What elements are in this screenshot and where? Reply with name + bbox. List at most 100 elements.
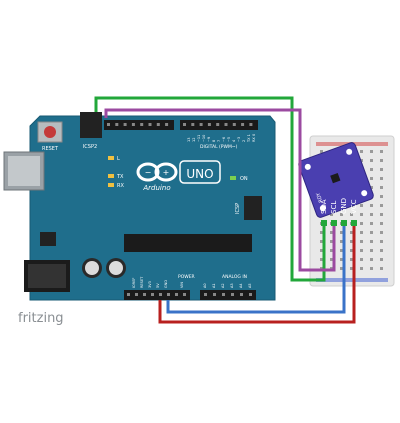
breadboard-hole: [380, 222, 383, 225]
regulator: [40, 232, 56, 246]
analog-pin-label: A0: [203, 283, 207, 288]
breadboard-hole: [370, 222, 373, 225]
header-pin: [191, 123, 195, 126]
breadboard-hole: [340, 249, 343, 252]
breadboard-hole: [340, 231, 343, 234]
header-pin: [156, 123, 160, 126]
on-label: ON: [240, 176, 248, 182]
analog-label: ANALOG IN: [222, 274, 247, 280]
breadboard-hole: [350, 231, 353, 234]
breadboard-hole: [330, 213, 333, 216]
breadboard-hole: [380, 195, 383, 198]
breadboard-hole: [360, 222, 363, 225]
digital-header-left: [104, 120, 174, 130]
header-pin: [131, 123, 135, 126]
digital-pin-label: ~6: [222, 137, 226, 142]
header-pin: [232, 123, 236, 126]
breadboard-hole: [350, 249, 353, 252]
breadboard-hole: [380, 213, 383, 216]
header-pin: [167, 293, 170, 296]
breadboard-hole: [350, 240, 353, 243]
tx-led: [108, 174, 114, 178]
header-pin: [249, 293, 252, 296]
breadboard-hole: [380, 258, 383, 261]
breadboard-hole: [380, 204, 383, 207]
icsp2-header: [80, 112, 102, 138]
digital-pin-label: 12: [192, 138, 196, 142]
digital-label: DIGITAL (PWM~): [200, 144, 238, 150]
tx-label: TX: [116, 174, 124, 180]
breadboard-hole: [350, 213, 353, 216]
svg-text:IOREF: IOREF: [132, 278, 136, 288]
header-pin: [199, 123, 203, 126]
header-pin: [140, 123, 144, 126]
icsp-label: ICSP: [235, 203, 241, 214]
analog-header: [200, 290, 256, 300]
breadboard-hole: [360, 150, 363, 153]
breadboard-hole: [380, 186, 383, 189]
header-pin: [224, 123, 228, 126]
wire-purple: [104, 108, 336, 272]
digital-pin-label: ~11: [197, 135, 201, 142]
microcontroller-chip: [124, 234, 252, 252]
digital-pin-label: ~5: [227, 137, 231, 142]
header-pin: [204, 293, 207, 296]
breadboard-hole: [330, 240, 333, 243]
header-pin: [151, 293, 154, 296]
breadboard-hole: [370, 177, 373, 180]
header-pin: [216, 123, 220, 126]
digital-pin-label: TX 1: [247, 134, 251, 143]
breadboard-hole: [360, 267, 363, 270]
breadboard-hole: [340, 240, 343, 243]
breadboard-hole: [380, 249, 383, 252]
uno-label: UNO: [186, 167, 213, 181]
header-pin: [127, 293, 130, 296]
sensor-pin-label: GND: [340, 198, 348, 214]
breadboard-hole: [330, 249, 333, 252]
breadboard-hole: [360, 159, 363, 162]
header-pin: [175, 293, 178, 296]
svg-text:5V: 5V: [156, 283, 160, 288]
breadboard-hole: [360, 258, 363, 261]
analog-pin-label: A1: [212, 283, 216, 288]
digital-pin-label: ~9: [207, 137, 211, 142]
header-pin: [213, 293, 216, 296]
analog-pin-label: A4: [239, 283, 243, 288]
header-pin: [148, 123, 152, 126]
header-pin: [240, 293, 243, 296]
header-pin: [241, 123, 245, 126]
header-pin: [183, 123, 186, 126]
breadboard-hole: [320, 150, 323, 153]
power-pin-labels: IOREF RESET 3V3 5V GND VIN: [132, 276, 184, 288]
header-pin: [135, 293, 138, 296]
breadboard-hole: [350, 267, 353, 270]
header-pin: [143, 293, 146, 296]
header-pin: [222, 293, 225, 296]
breadboard-hole: [370, 267, 373, 270]
icsp-header: [244, 196, 262, 220]
breadboard-hole: [370, 150, 373, 153]
svg-text:−: −: [145, 168, 152, 177]
sensor-pin-label: VCC: [350, 199, 358, 214]
breadboard-hole: [380, 150, 383, 153]
breadboard-hole: [370, 249, 373, 252]
reset-label: RESET: [42, 146, 59, 152]
breadboard-hole: [330, 231, 333, 234]
breadboard-hole: [320, 231, 323, 234]
sensor-pin-label: SCL: [330, 201, 338, 214]
l-led: [108, 156, 114, 160]
sensor-rdy-label: RDY: [315, 191, 324, 203]
analog-pin-label: A2: [221, 283, 225, 288]
breadboard-hole: [380, 159, 383, 162]
breadboard-hole: [360, 204, 363, 207]
breadboard-hole: [370, 186, 373, 189]
on-led: [230, 176, 236, 180]
header-pin: [231, 293, 234, 296]
svg-text:3V3: 3V3: [148, 281, 152, 288]
breadboard-hole: [370, 159, 373, 162]
digital-pin-label: 4: [232, 139, 236, 142]
breadboard-hole: [350, 258, 353, 261]
